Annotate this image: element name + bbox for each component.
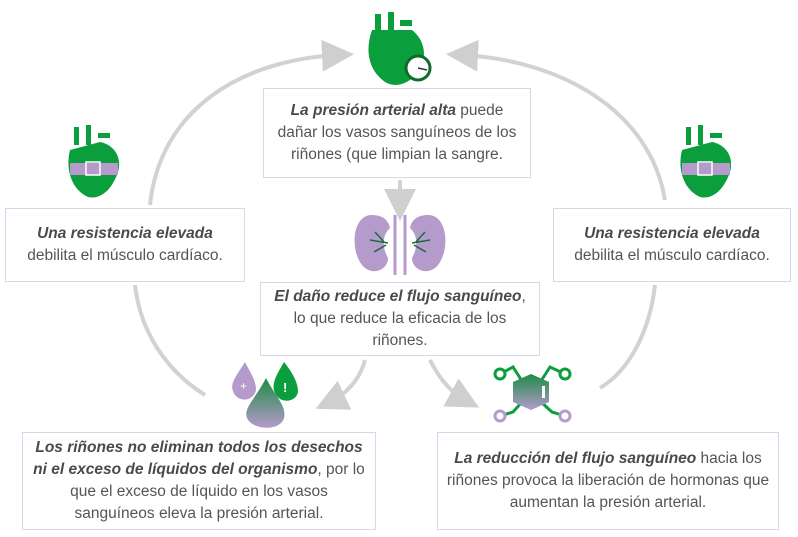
box-resistance-right: Una resistencia elevada debilita el músc…	[553, 208, 791, 282]
svg-text:!: !	[283, 380, 287, 395]
arrow-left-up	[148, 39, 354, 206]
arrow-left-down	[133, 284, 207, 397]
bold-text: La presión arterial alta	[290, 102, 456, 119]
box-hormones: La reducción del flujo sanguíneo hacia l…	[437, 432, 779, 530]
bold-text: Una resistencia elevada	[584, 225, 760, 242]
box-high-blood-pressure: La presión arterial alta puede dañar los…	[263, 88, 531, 178]
bold-text: La reducción del flujo sanguíneo	[454, 450, 697, 467]
arrow-center-right	[428, 359, 480, 408]
hormone-molecule-icon	[493, 365, 572, 423]
svg-text:+: +	[240, 379, 247, 393]
heart-gauge-icon	[368, 12, 432, 85]
heart-right-icon	[680, 125, 732, 198]
body-text: , por lo que el exceso de líquido en los…	[70, 461, 365, 522]
box-kidneys-fail: Los riñones no eliminan todos los desech…	[22, 432, 376, 530]
body-text: debilita el músculo cardíaco.	[574, 247, 770, 264]
bold-text: El daño reduce el flujo sanguíneo	[274, 288, 522, 305]
heart-left-icon	[68, 125, 120, 198]
body-text: , lo que reduce la eficacia de los riñon…	[293, 288, 526, 349]
arrow-center-left	[315, 359, 367, 410]
body-text: puede dañar los vasos sanguíneos de los …	[277, 102, 517, 163]
body-text: hacia los riñones provoca la liberación …	[446, 450, 770, 511]
fluid-drops-icon: + !	[232, 362, 298, 428]
box-reduced-flow: El daño reduce el flujo sanguíneo, lo qu…	[260, 282, 540, 356]
box-resistance-left: Una resistencia elevada debilita el músc…	[5, 208, 245, 282]
arrow-right-up	[446, 39, 667, 201]
arrow-right-down	[598, 284, 657, 390]
body-text: debilita el músculo cardíaco.	[27, 247, 223, 264]
bold-text: Una resistencia elevada	[37, 225, 213, 242]
bold-text: Los riñones no eliminan todos los desech…	[33, 439, 363, 478]
kidneys-icon	[354, 215, 446, 275]
